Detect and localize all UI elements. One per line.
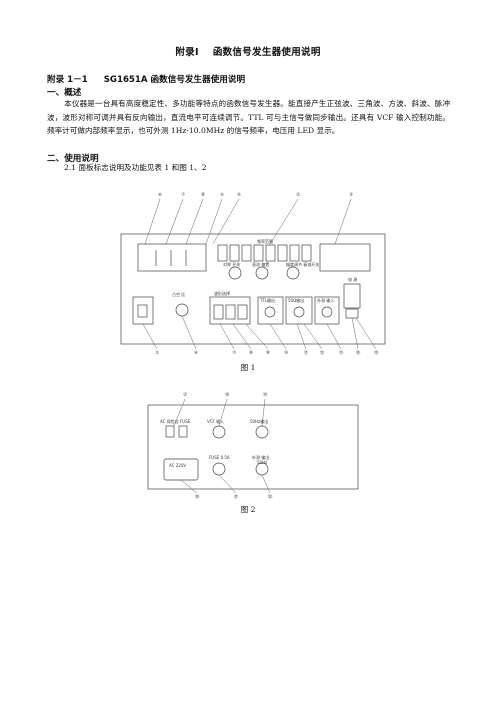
callout-rear-5: ㉑: [234, 493, 239, 500]
front-panel: [120, 233, 386, 345]
overview-text: 本仪器是一台具有高度稳定性、多功能等特点的函数信号发生器。能直接产生正弦波、三角…: [47, 99, 450, 136]
power-switch: [132, 296, 154, 325]
callout-rear-2: ⑱: [225, 391, 230, 398]
rear-vcf-label: VCF 输入: [207, 418, 224, 424]
callout-bottom-2: ⑥: [194, 350, 198, 356]
callout-top-2: ⑦: [181, 192, 185, 198]
callout-rear-6: ㉒: [268, 493, 273, 500]
callout-bottom-8: ⑫: [320, 349, 325, 356]
duty-label: 占空 比: [172, 291, 185, 297]
callout-top-5: ④: [237, 192, 241, 198]
rear-panel: [147, 404, 359, 490]
fuse-holder-1: [165, 425, 175, 438]
callout-top-7: ③: [349, 192, 353, 198]
symmetry-label: 对称 开关: [223, 261, 240, 267]
rear-fuse: [212, 462, 226, 476]
callout-bottom-11: ⑮: [374, 349, 379, 356]
dc-offset-label: 直流 偏置: [252, 261, 269, 267]
rear-power-label: AC 220V: [169, 463, 186, 468]
callout-bottom-9: ⑬: [339, 349, 344, 356]
frequency-knob: [175, 303, 189, 317]
callout-bottom-7: ⑪: [304, 349, 309, 356]
output-label: 50Ω输出: [288, 297, 304, 303]
amplitude-label: 幅度调节 衰减开关: [286, 261, 319, 267]
callout-rear-1: ②: [183, 392, 187, 398]
main-output-socket: [285, 296, 313, 325]
power-label: 电 源: [348, 276, 357, 282]
appendix-title-text: 函数信号发生器使用说明: [212, 47, 321, 58]
callout-bottom-3: ⑦: [232, 350, 236, 356]
callout-bottom-4: ⑧: [249, 350, 253, 356]
callout-bottom-1: ①: [155, 350, 159, 356]
callout-bottom-10: ⑭: [356, 349, 361, 356]
callout-bottom-6: ⑩: [284, 350, 288, 356]
callout-top-4: ⑤: [220, 192, 224, 198]
section-title: SG1651A 函数信号发生器使用说明: [103, 75, 246, 85]
ttl-output-socket: [257, 296, 284, 325]
callout-top-1: ⑥: [158, 192, 162, 198]
usage-heading: 二、使用说明: [47, 154, 99, 164]
frequency-display: [137, 243, 207, 272]
symmetry-knob: [228, 266, 242, 280]
voltage-display: [319, 243, 371, 272]
dc-offset-knob: [255, 266, 269, 280]
fuse-holder-2: [178, 425, 188, 438]
callout-rear-4: ⑳: [195, 493, 200, 500]
callout-rear-3: ⑲: [263, 391, 268, 398]
rear-fuse-label: AC 保险丝 FUSE: [160, 418, 191, 424]
rear-ttl-label: 50Hz输出: [250, 418, 268, 424]
range-label: 频率范围: [257, 238, 273, 244]
callout-bottom-5: ⑨: [266, 350, 270, 356]
appendix-number: 附录Ⅰ: [175, 47, 199, 58]
waveform-buttons: [209, 296, 251, 325]
frequency-range-buttons: [217, 244, 312, 262]
rear-out2b-label: 50Hz: [257, 460, 267, 465]
overview-heading: 一、概述: [47, 88, 82, 98]
rear-out2-label: 外测 输出: [252, 454, 269, 460]
ext-input-label: 外测 输入: [317, 297, 334, 303]
callout-top-6: ②: [296, 192, 300, 198]
appendix-title: 附录Ⅰ 函数信号发生器使用说明: [0, 44, 496, 58]
figure1-caption: 图 1: [240, 363, 256, 372]
section-number: 附录 1－1: [47, 75, 88, 85]
vcf-input-socket: [212, 425, 226, 439]
callout-top-3: ⑧: [201, 192, 205, 198]
rear-output-socket: [255, 425, 269, 439]
amplitude-knob: [286, 266, 300, 280]
counter-switch: [343, 283, 361, 309]
usage-item: 2.1 面板标志说明及功能见表 1 和图 1、2: [64, 163, 207, 172]
waveform-label: 波形选择: [214, 290, 230, 296]
ttl-label: TTL输出: [259, 297, 275, 303]
overview-paragraph: 本仪器是一台具有高度稳定性、多功能等特点的函数信号发生器。能直接产生正弦波、三角…: [47, 97, 450, 138]
section-heading: 附录 1－1 SG1651A 函数信号发生器使用说明: [47, 73, 245, 85]
figure2-caption: 图 2: [240, 505, 256, 514]
rear-fuse2-label: FUSE 0.5A: [209, 455, 230, 460]
